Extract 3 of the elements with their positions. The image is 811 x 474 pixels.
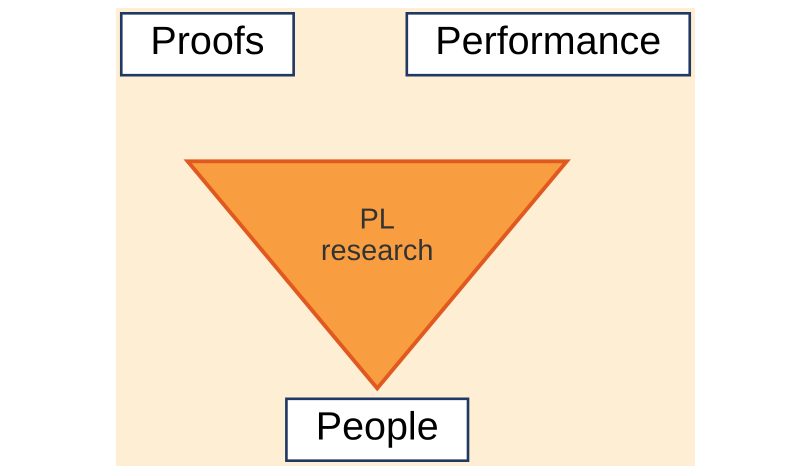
node-box: People — [285, 398, 470, 462]
node-box: Proofs — [120, 12, 295, 76]
node-box: Performance — [406, 12, 692, 76]
